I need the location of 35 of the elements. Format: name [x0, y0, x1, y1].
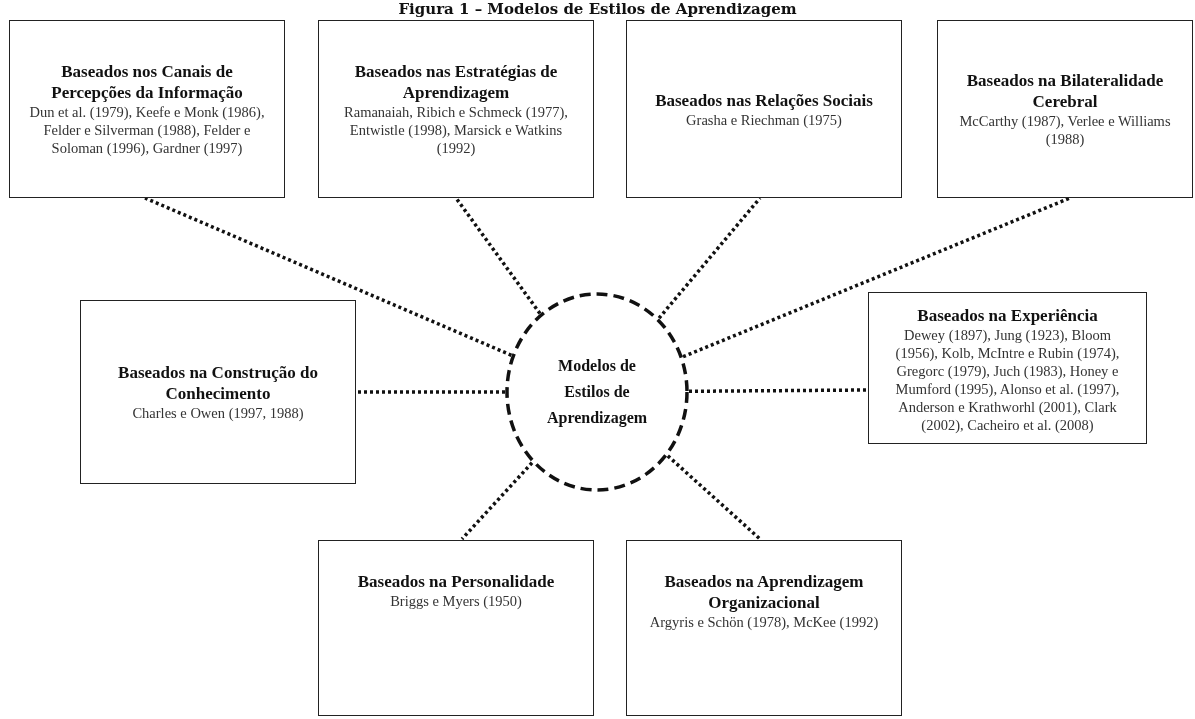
dotted-connector [454, 196, 542, 315]
dotted-connector [357, 390, 505, 394]
category-box [626, 540, 902, 716]
dotted-connector [144, 196, 513, 357]
author-list: Grasha e Riechman (1975) [686, 110, 842, 129]
author-list: McCarthy (1987), Verlee e Williams (1988) [952, 112, 1178, 148]
author-list: Charles e Owen (1997, 1988) [132, 404, 304, 422]
category-box [868, 292, 1147, 444]
category-heading: Baseados na Personalidade [357, 571, 555, 592]
category-heading: Baseados na Bilateralidade Cerebral [965, 70, 1165, 112]
author-list: Dewey (1897), Jung (1923), Bloom (1956), Kolb, McIntre e Rubin (1974), Gregorc (1979), Juch (1983), Honey e Mumford (1995), Alonso et al. (1997), Anderson e Krathworhl (2001), Clark (2002), Cacheiro et al. (2008) [883, 325, 1132, 434]
category-box [937, 20, 1193, 198]
category-heading: Baseados na Construção do Conhecimento [117, 362, 319, 404]
author-list: Briggs e Myers (1950) [390, 592, 522, 610]
center-label: Modelos de Estilos de Aprendizagem [545, 356, 649, 429]
author-list: Argyris e Schön (1978), McKee (1992) [649, 613, 879, 631]
category-heading: Baseados na Aprendizagem Organizacional [663, 571, 865, 613]
author-list: Ramanaiah, Ribich e Schmeck (1977), Entwistle (1998), Marsick e Watkins (1992) [333, 103, 579, 157]
category-box [318, 540, 594, 716]
dotted-connector [682, 196, 1071, 359]
category-heading: Baseados nos Canais de Percepções da Informação [50, 61, 244, 103]
concept-circle [505, 292, 689, 492]
category-heading: Baseados nas Estratégias de Aprendizagem [353, 61, 559, 103]
category-heading: Baseados nas Relações Sociais [655, 89, 873, 111]
author-list: Dun et al. (1979), Keefe e Monk (1986), Felder e Silverman (1988), Felder e Soloman (1996), Gardner (1997) [24, 103, 270, 157]
category-heading: Baseados na Experiência [917, 304, 1098, 326]
dotted-connector [666, 454, 762, 541]
dotted-connector [657, 196, 762, 320]
category-box [80, 300, 356, 484]
category-box [626, 20, 902, 198]
category-box [9, 20, 285, 198]
dotted-connector [460, 461, 534, 541]
category-box [318, 20, 594, 198]
figure-title: Figura 1 – Modelos de Estilos de Aprendizagem [397, 0, 798, 18]
dotted-connector [689, 388, 867, 394]
